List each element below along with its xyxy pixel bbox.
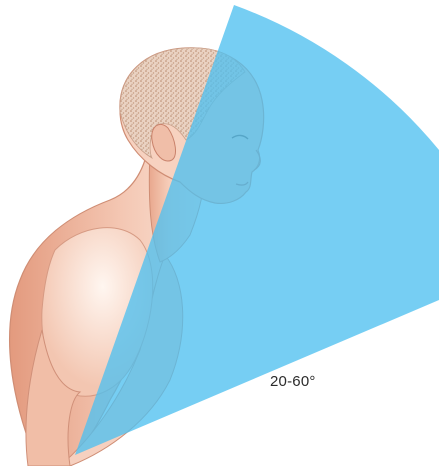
angle-range-label: 20-60° bbox=[270, 373, 316, 390]
